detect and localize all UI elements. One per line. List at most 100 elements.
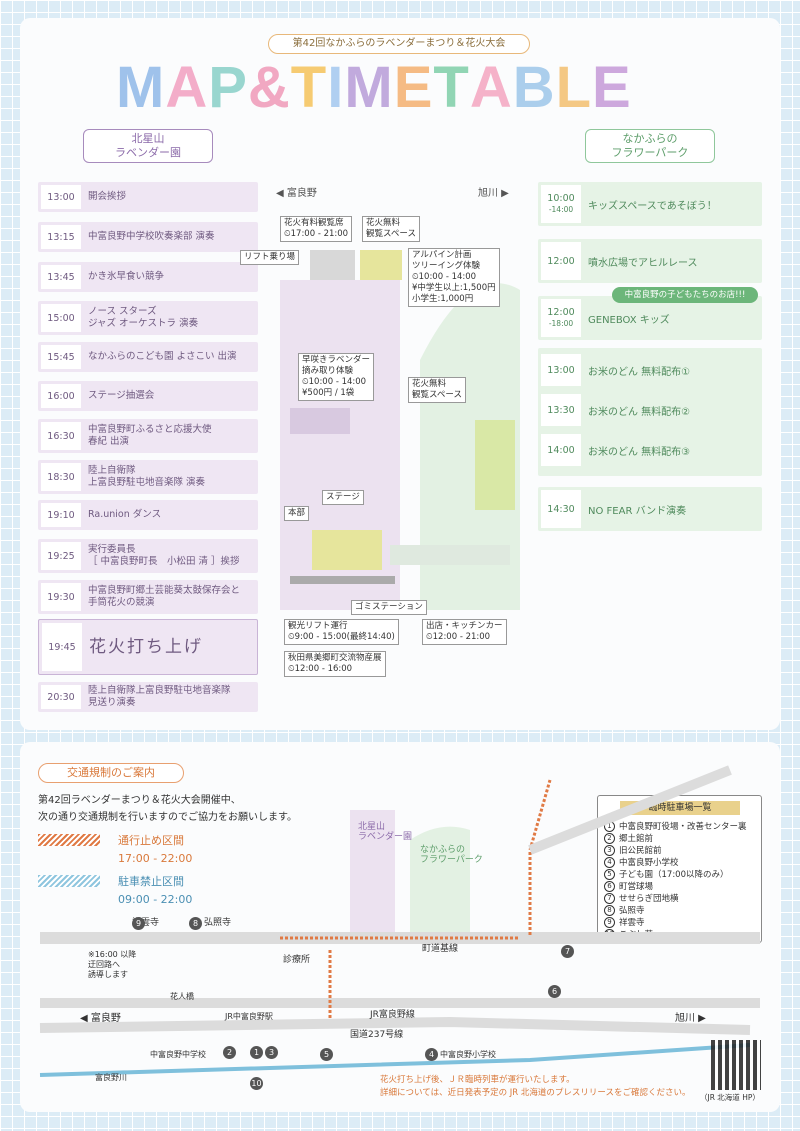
title-letter: L (555, 55, 593, 120)
parking-name: 郷土館前 (619, 834, 654, 844)
free-space-area-2 (475, 420, 515, 510)
parking-item: 9 祥雲寺 (604, 916, 645, 928)
right-venue-tag: なかふらの フラワーパーク (585, 129, 715, 163)
closed-time: 17:00 - 22:00 (118, 852, 193, 865)
parking-number: 6 (604, 881, 615, 892)
schedule-time: 12:00 (541, 242, 581, 280)
time-start: 14:30 (547, 503, 575, 515)
schedule-event: 中富良野中学校吹奏楽部 演奏 (88, 231, 215, 242)
schedule-time: 19:30 (41, 583, 81, 611)
venue-map (280, 250, 520, 610)
schedule-time: 10:00-14:00 (541, 185, 581, 223)
trash-label: ゴミステーション (351, 600, 427, 615)
left-venue-tag: 北星山 ラベンダー園 (83, 129, 213, 163)
parking-number: 2 (604, 833, 615, 844)
schedule-time: 14:00 (541, 434, 581, 466)
noparking-time: 09:00 - 22:00 (118, 893, 193, 906)
junior-high-label: 中富良野中学校 (150, 1050, 206, 1059)
qr-code[interactable] (711, 1040, 761, 1090)
food-area (390, 545, 510, 565)
qr-caption: （JR 北海道 HP） (700, 1093, 760, 1102)
machimichi-label: 町道基線 (422, 944, 459, 954)
parking-marker-1: 1 (250, 1046, 263, 1059)
schedule-event: 陸上自衛隊 上富良野駐屯地音楽隊 演奏 (88, 465, 206, 488)
parking-number: 3 (604, 845, 615, 856)
parking-marker-8: 8 (189, 917, 202, 930)
food-label: 出店・キッチンカー ⏲12:00 - 21:00 (422, 619, 507, 645)
noparking-swatch (38, 875, 100, 887)
clinic-label: 診療所 (283, 955, 311, 965)
schedule-time: 15:45 (41, 345, 81, 369)
parking-name: 祥雲寺 (619, 918, 645, 928)
schedule-time: 15:00 (41, 304, 81, 332)
footer-note: 花火打ち上げ後、ＪＲ臨時列車が運行いたします。 詳細については、近日発表予定の … (380, 1075, 691, 1098)
schedule-row: 18:30 陸上自衛隊 上富良野駐屯地音楽隊 演奏 (38, 460, 258, 494)
parking-name: 町営球場 (619, 882, 654, 892)
schedule-time: 14:30 (541, 490, 581, 528)
route-237 (39, 1016, 751, 1035)
parking-number: 4 (604, 857, 615, 868)
schedule-event: 実行委員長 ［ 中富良野町長 小松田 清 ］挨拶 (88, 544, 240, 567)
lavender-park-area (350, 810, 395, 935)
noparking-label: 駐車禁止区間 (118, 875, 184, 888)
schedule-row: 16:30 中富良野町ふるさと応援大使 春紀 出演 (38, 419, 258, 453)
early-lavender-area (290, 408, 350, 434)
free-space-label: 花火無料 観覧スペース (362, 216, 420, 242)
lift-stop-label: リフト乗り場 (240, 250, 300, 265)
schedule-time: 13:30 (541, 394, 581, 426)
parking-item: 6 町営球場 (604, 880, 653, 892)
closed-swatch (38, 834, 100, 846)
page-title: MAP&TIMETABLE (116, 55, 696, 120)
schedule-event: お米のどん 無料配布② (588, 406, 691, 418)
hanahito-label: 花人橋 (170, 992, 194, 1001)
jr-station-label: JR中富良野駅 (225, 1012, 273, 1021)
parking-marker-2: 2 (223, 1046, 236, 1059)
schedule-event: 中富良野町ふるさと応援大使 春紀 出演 (88, 424, 212, 447)
lavender-park-label: 北星山 ラベンダー園 (358, 822, 413, 842)
schedule-row: 14:30 NO FEAR バンド演奏 (538, 487, 762, 531)
parking-marker-5: 5 (320, 1048, 333, 1061)
schedule-event: なかふらのこども園 よさこい 出演 (88, 351, 237, 362)
traffic-section-title: 交通規制のご案内 (38, 763, 184, 783)
schedule-event: NO FEAR バンド演奏 (588, 505, 687, 517)
schedule-time: 18:30 (41, 463, 81, 491)
parking-marker-6: 6 (548, 985, 561, 998)
schedule-time: 16:30 (41, 422, 81, 450)
schedule-row: 13:00 お米のどん 無料配布① (538, 351, 762, 389)
time-end: -14:00 (548, 205, 574, 214)
schedule-event: かき氷早食い競争 (88, 271, 165, 282)
stage-area (312, 530, 382, 570)
title-letter: B (512, 55, 556, 120)
parking-name: 中富良野小学校 (619, 858, 679, 868)
temple-8: 弘照寺 (204, 918, 232, 928)
time-start: 14:00 (547, 444, 575, 456)
schedule-event: お米のどん 無料配布① (588, 366, 691, 378)
time-start: 13:30 (547, 404, 575, 416)
schedule-time: 13:00 (541, 354, 581, 386)
parking-number: 8 (604, 905, 615, 916)
schedule-event: 開会挨拶 (88, 191, 127, 202)
traffic-notice: 第42回ラベンダーまつり＆花火大会開催中、 次の通り交通規制を行いますのでご協力… (38, 795, 297, 823)
parking-name: 子ども園（17:00以降のみ） (619, 870, 729, 880)
schedule-time: 13:15 (41, 225, 81, 249)
schedule-time: 19:10 (41, 503, 81, 527)
schedule-event: 花火打ち上げ (89, 637, 203, 657)
lift-label: 観光リフト運行 ⏲9:00 - 15:00(最終14:40) (284, 619, 399, 645)
free-space-area (360, 250, 402, 280)
river (39, 1043, 751, 1077)
parking-marker-10: 10 (250, 1077, 263, 1090)
parking-number: 9 (604, 917, 615, 928)
paid-seats-label: 花火有料観覧席 ⏲17:00 - 21:00 (280, 216, 353, 242)
